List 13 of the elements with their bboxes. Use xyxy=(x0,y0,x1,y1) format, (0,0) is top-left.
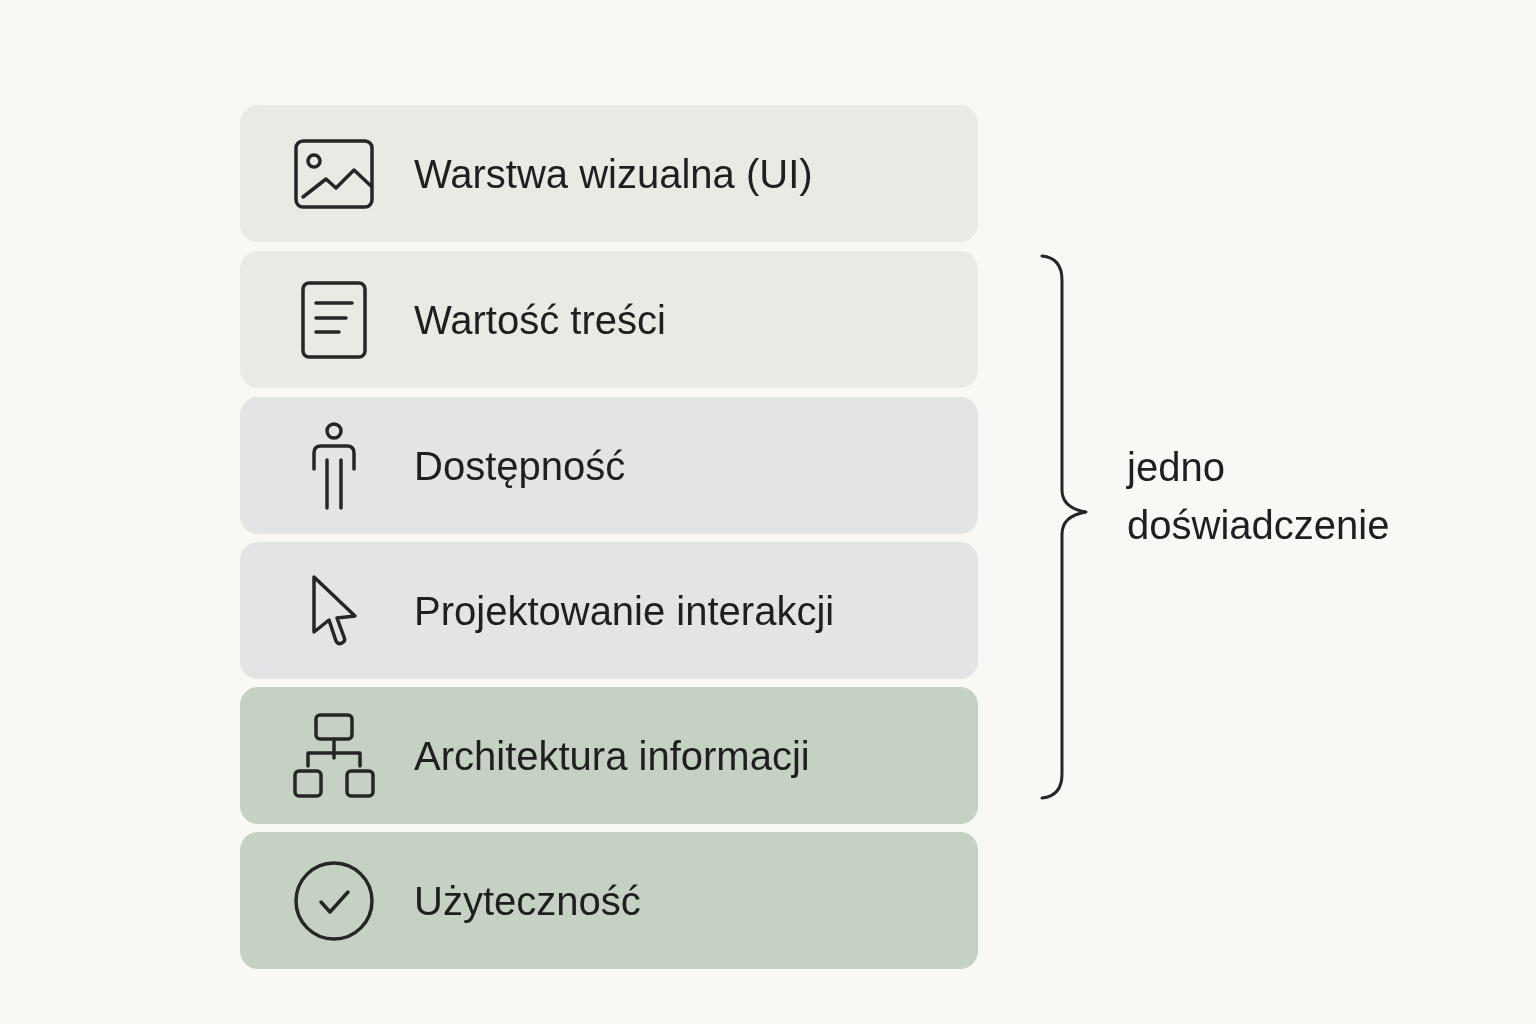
layer-label: Wartość treści xyxy=(414,296,666,344)
layer-label: Użyteczność xyxy=(414,877,641,925)
layer-band xyxy=(240,687,978,824)
brace-label: jedno doświadczenie xyxy=(1127,444,1390,549)
layer-band xyxy=(240,832,978,969)
layer-label: Architektura informacji xyxy=(414,732,810,780)
layer-label: Warstwa wizualna (UI) xyxy=(414,150,813,198)
layer-band xyxy=(240,397,978,534)
layer-label: Dostępność xyxy=(414,442,626,490)
layer-band xyxy=(240,542,978,679)
layer-label: Projektowanie interakcji xyxy=(414,587,835,635)
layer-band xyxy=(240,105,978,242)
layer-band xyxy=(240,251,978,388)
